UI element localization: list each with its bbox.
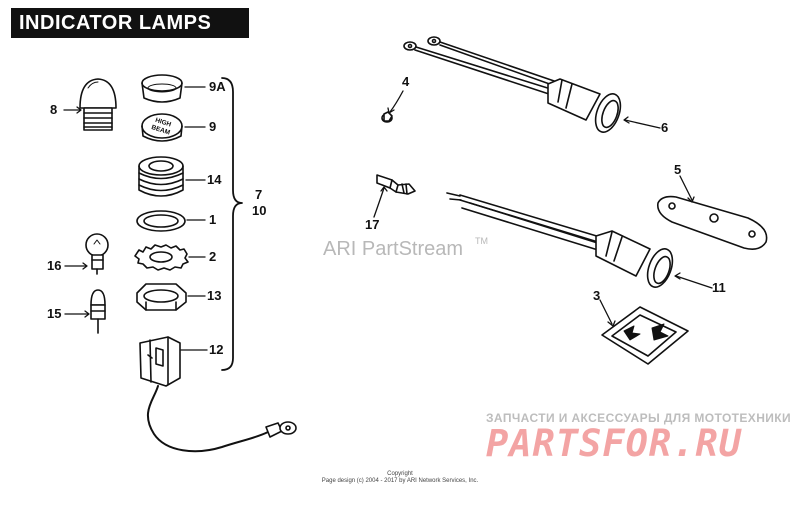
callout-8[interactable]: 8 [50,102,57,117]
callout-10[interactable]: 10 [252,203,266,218]
part-1-washer[interactable] [136,210,186,232]
part-14-threaded-bezel[interactable] [138,156,184,197]
part-13-hex-nut[interactable] [136,283,187,311]
part-8-domed-lens[interactable] [79,78,117,131]
part-6-indicator-with-leads[interactable] [403,36,625,136]
part-4-small-bulb[interactable] [381,111,393,123]
callout-12[interactable]: 12 [209,342,223,357]
part-12-socket-assembly[interactable] [139,336,297,453]
shop-stamp-logo: PARTSFOR.RU [486,422,743,465]
callout-3[interactable]: 3 [593,288,600,303]
callout-9[interactable]: 9 [209,119,216,134]
part-9a-flat-lens[interactable] [141,74,183,103]
part-17-terminal[interactable] [376,174,416,195]
callout-7[interactable]: 7 [255,187,262,202]
part-11-indicator-with-leads[interactable] [446,192,677,291]
shop-stamp-tagline: ЗАПЧАСТИ И АКСЕССУАРЫ ДЛЯ МОТОТЕХНИКИ [486,411,792,425]
callout-11[interactable]: 11 [712,280,726,295]
part-9-high-beam-lens[interactable] [141,113,183,142]
callout-4[interactable]: 4 [402,74,410,89]
callout-2[interactable]: 2 [209,249,216,264]
callout-9a[interactable]: 9A [209,79,226,94]
callout-6[interactable]: 6 [661,120,668,135]
callout-14[interactable]: 14 [207,172,222,187]
part-16-round-bulb[interactable] [85,233,109,275]
copyright-notice: Page design (c) 2004 - 2017 by ARI Netwo… [321,478,479,484]
group-bracket [221,77,243,371]
watermark-tm: TM [475,236,488,246]
callout-1[interactable]: 1 [209,212,216,227]
callout-5[interactable]: 5 [674,162,681,177]
callout-13[interactable]: 13 [207,288,221,303]
leader-lines [63,86,713,351]
part-5-mounting-plate[interactable] [656,195,768,250]
page-title: INDICATOR LAMPS [11,8,249,38]
copyright-label: Copyright [387,471,413,477]
callout-17[interactable]: 17 [365,217,379,232]
lens-label-high: HIGH [154,117,172,129]
part-15-wedge-bulb[interactable] [90,289,106,334]
callout-16[interactable]: 16 [47,258,61,273]
callout-15[interactable]: 15 [47,306,61,321]
watermark-text: ARI PartStream [323,238,463,260]
part-3-decal[interactable] [601,306,689,365]
part-2-lock-washer[interactable] [134,244,189,271]
